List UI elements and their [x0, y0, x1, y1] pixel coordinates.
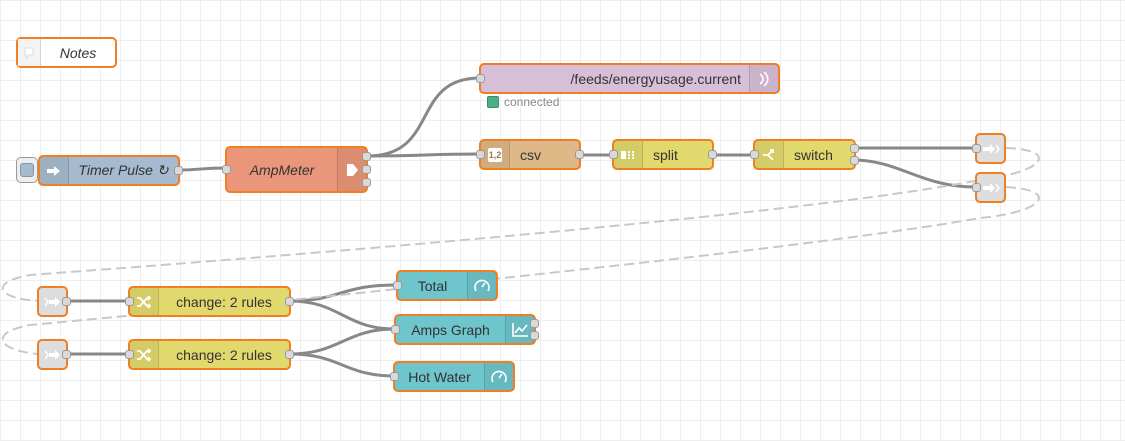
mqtt-out-node[interactable]: /feeds/energyusage.current [476, 63, 780, 94]
ampmeter-label: AmpMeter [249, 161, 315, 178]
switch-icon [755, 141, 784, 168]
change-1-output-port[interactable] [285, 297, 294, 306]
switch-input-port[interactable] [750, 150, 759, 159]
mqtt-input-port[interactable] [476, 74, 485, 83]
amps-graph-output-port-2[interactable] [530, 331, 539, 340]
amps-graph-label: Amps Graph [411, 321, 490, 338]
mqtt-status: connected [487, 95, 559, 109]
split-node[interactable]: split [609, 139, 717, 170]
timer-pulse-label: Timer Pulse ↻ [78, 162, 169, 178]
split-label: split [653, 146, 678, 163]
wire-switch-link2 [852, 158, 977, 189]
link-in-node-1[interactable] [37, 286, 71, 317]
link-out-1-input-port[interactable] [972, 144, 981, 153]
link-out-2-input-port[interactable] [972, 183, 981, 192]
total-label: Total [417, 277, 448, 294]
link-in-2-output-port[interactable] [62, 350, 71, 359]
link-wire-1 [1, 147, 1040, 302]
link-wire-2 [1, 186, 1040, 355]
change-1-label: change: 2 rules [176, 293, 272, 310]
ampmeter-output-port-3[interactable] [362, 178, 371, 187]
amps-graph-input-port[interactable] [391, 325, 400, 334]
broadcast-icon [749, 65, 778, 92]
link-in-node-2[interactable] [37, 339, 71, 370]
timer-pulse-node[interactable]: Timer Pulse ↻ [38, 155, 183, 186]
link-in-icon [43, 296, 60, 307]
arrow-right-icon [337, 148, 366, 191]
wire-change1-graph [289, 299, 396, 331]
switch-output-port-1[interactable] [850, 144, 859, 153]
wire-change2-hotwater [289, 352, 395, 378]
wire-change2-graph [289, 327, 396, 356]
comment-node[interactable]: Notes [16, 37, 117, 68]
link-out-node-2[interactable] [972, 172, 1006, 203]
wire-ampmeter-csv [366, 152, 481, 158]
csv-icon: 1,2 [481, 141, 510, 168]
csv-node[interactable]: 1,2 csv [476, 139, 584, 170]
csv-output-port[interactable] [575, 150, 584, 159]
comment-label: Notes [59, 44, 97, 61]
split-output-port[interactable] [708, 150, 717, 159]
ampmeter-input-port[interactable] [222, 165, 231, 174]
change-2-label: change: 2 rules [176, 346, 272, 363]
inject-button-face [20, 163, 34, 177]
chart-icon [505, 316, 534, 343]
total-gauge-node[interactable]: Total [393, 270, 498, 301]
gauge-icon [484, 363, 513, 390]
amps-graph-node[interactable]: Amps Graph [391, 314, 539, 345]
switch-node[interactable]: switch [750, 139, 859, 170]
gauge-icon [467, 272, 496, 299]
comment-icon [18, 39, 41, 66]
ampmeter-output-port-2[interactable] [362, 165, 371, 174]
status-connected-icon [487, 96, 499, 108]
change-2-input-port[interactable] [125, 350, 134, 359]
link-out-icon [982, 182, 1000, 193]
mqtt-label: /feeds/energyusage.current [570, 70, 741, 87]
amps-graph-output-port-1[interactable] [530, 319, 539, 328]
switch-output-port-2[interactable] [850, 156, 859, 165]
link-in-1-output-port[interactable] [62, 297, 71, 306]
inject-arrow-icon [40, 157, 69, 184]
csv-label: csv [520, 146, 541, 163]
change-node-1[interactable]: change: 2 rules [125, 286, 294, 317]
csv-input-port[interactable] [476, 150, 485, 159]
wire-ampmeter-mqtt [366, 76, 481, 158]
switch-label: switch [794, 146, 833, 163]
link-in-icon [43, 349, 60, 360]
split-icon [614, 141, 643, 168]
mqtt-status-text: connected [504, 95, 560, 109]
wire-timer-ampmeter [177, 166, 227, 172]
change-1-input-port[interactable] [125, 297, 134, 306]
total-input-port[interactable] [393, 281, 402, 290]
change-node-2[interactable]: change: 2 rules [125, 339, 294, 370]
link-out-icon [982, 143, 1000, 154]
ampmeter-output-port-1[interactable] [362, 152, 371, 161]
wire-change1-total [289, 283, 397, 303]
link-out-node-1[interactable] [972, 133, 1006, 164]
shuffle-icon [130, 341, 159, 368]
inject-trigger-button[interactable] [16, 157, 38, 183]
shuffle-icon [130, 288, 159, 315]
change-2-output-port[interactable] [285, 350, 294, 359]
hot-water-input-port[interactable] [390, 372, 399, 381]
timer-output-port[interactable] [174, 166, 183, 175]
ampmeter-node[interactable]: AmpMeter [222, 146, 371, 193]
split-input-port[interactable] [609, 150, 618, 159]
hot-water-gauge-node[interactable]: Hot Water [390, 361, 515, 392]
hot-water-label: Hot Water [408, 368, 471, 385]
